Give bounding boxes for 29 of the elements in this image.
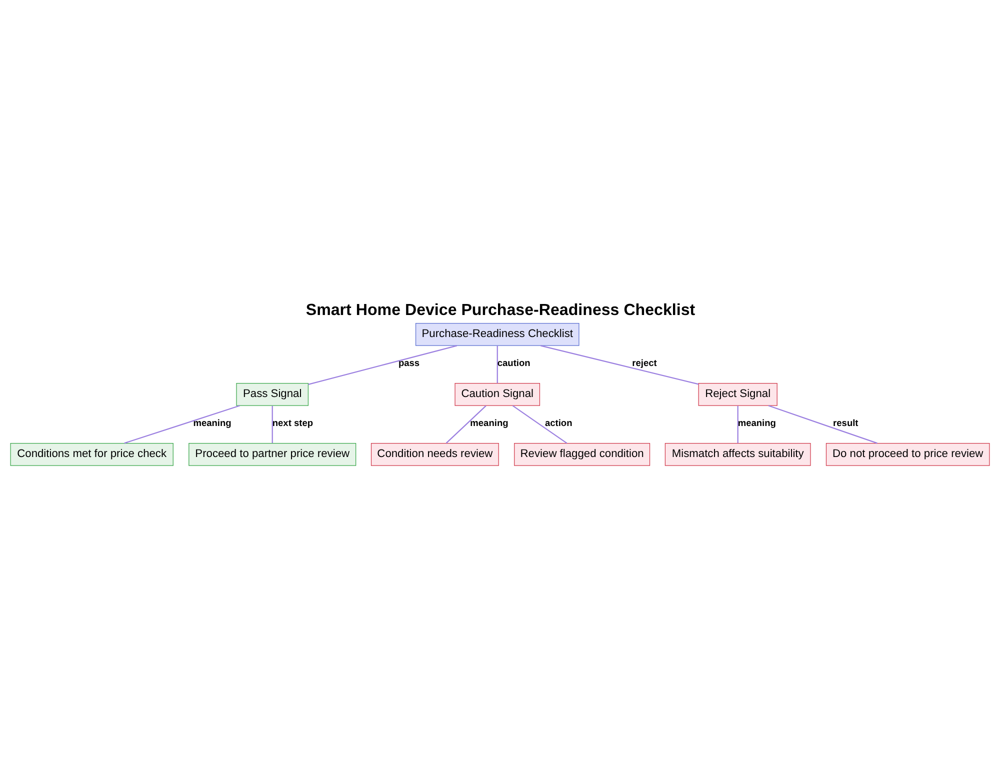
node-box: Proceed to partner price review	[188, 442, 356, 466]
edge-label: result	[833, 418, 858, 428]
edge-label: meaning	[738, 418, 776, 428]
node-box: Do not proceed to price review	[826, 442, 990, 466]
node-box: Purchase-Readiness Checklist	[415, 323, 580, 346]
connector	[540, 345, 699, 385]
edge-label: reject	[632, 358, 657, 368]
connector	[446, 405, 486, 444]
connector	[768, 405, 878, 444]
node-box: Mismatch affects suitability	[664, 442, 811, 466]
connector	[496, 346, 498, 384]
edge-label: meaning	[193, 418, 232, 428]
node-box: Condition needs review	[370, 442, 499, 466]
node-box: Caution Signal	[454, 383, 540, 406]
node-box: Reject Signal	[698, 383, 778, 406]
connector	[272, 406, 273, 444]
edge-label: action	[544, 418, 572, 428]
edge-label: caution	[497, 358, 530, 368]
edge-label: pass	[398, 358, 420, 368]
connector	[737, 406, 738, 444]
node-box: Conditions met for price check	[10, 442, 174, 466]
connector	[124, 405, 240, 444]
node-box: Review flagged condition	[514, 442, 650, 466]
edge-label: next step	[272, 418, 314, 428]
diagram-title: Smart Home Device Purchase-Readiness Checklist	[306, 301, 696, 320]
node-box: Pass Signal	[236, 383, 309, 406]
edge-label: meaning	[470, 418, 508, 428]
connector	[512, 405, 568, 444]
connector	[308, 345, 458, 385]
